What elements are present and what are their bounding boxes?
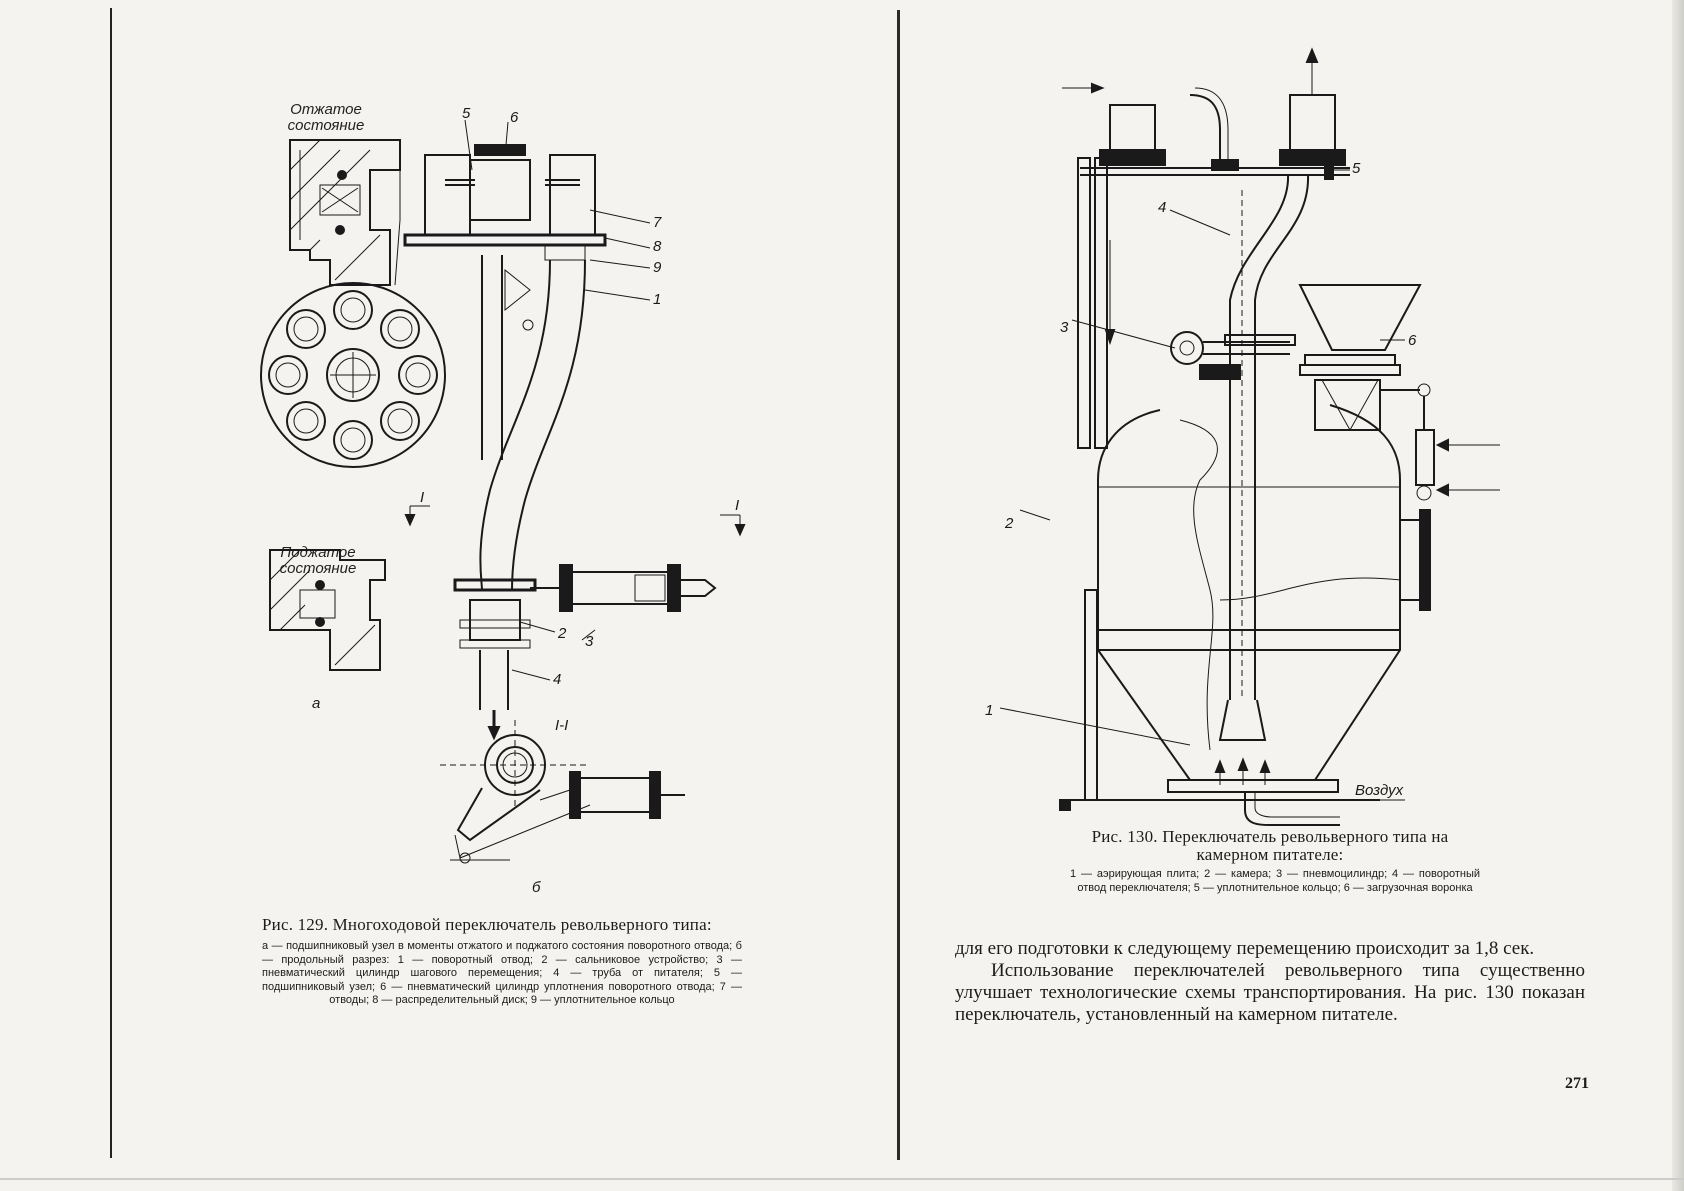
section-marker-left: I [420,489,424,506]
callout-3: 3 [1060,319,1069,336]
section-marker-right: I [735,497,739,514]
right-page-edge [1672,0,1684,1191]
figure-130-caption-legend: 1 — аэрирующая плита; 2 — камера; 3 — пн… [1070,868,1480,894]
callout-2: 2 [1004,515,1014,532]
book-gutter [897,10,900,1160]
air-label: Воздух [1355,782,1404,799]
figure-130-caption-title: Рис. 130. Переключатель револьверного ти… [1091,827,1449,864]
callout-6: 6 [1408,332,1417,349]
callout-5: 5 [1352,160,1361,177]
figure-129-drawing: а [260,105,746,896]
callout-5: 5 [462,105,471,122]
clamped-state-label: Поджатое состояние [279,544,357,577]
bearing-detail-released [289,139,401,286]
callout-6: 6 [510,109,519,126]
chamber-feeder-drawing [999,47,1500,826]
page-bottom-edge [0,1178,1684,1180]
body-text: для его подготовки к следующему перемеще… [955,938,1585,1026]
callout-9: 9 [653,259,662,276]
distribution-disk-plan [260,282,446,468]
paragraph-main: Использование переключателей револьверно… [955,960,1585,1025]
bearing-detail-clamped [269,549,386,671]
section-i-i-label: I-I [555,717,568,734]
page-number: 271 [1565,1075,1589,1092]
left-page-edge [110,8,112,1158]
paragraph-continuation: для его подготовки к следующему перемеще… [955,938,1535,959]
callout-3: 3 [585,633,594,650]
view-b-label: б [532,879,541,896]
callout-4: 4 [553,671,561,688]
released-state-label: Отжатое состояние [287,101,365,134]
callout-4: 4 [1158,199,1166,216]
callout-1: 1 [653,291,661,308]
figure-129-caption-title: Рис. 129. Многоходовой переключатель рев… [262,915,712,934]
callout-2: 2 [557,625,567,642]
section-i-i-drawing [440,720,685,864]
view-a-label: а [312,695,320,712]
callout-8: 8 [653,238,662,255]
switch-longitudinal-section [403,119,746,741]
figure-129-caption-legend: а — подшипниковый узел в моменты отжатог… [262,940,742,1006]
callout-7: 7 [653,214,662,231]
callout-1: 1 [985,702,993,719]
figure-130-drawing: 4 3 5 6 2 1 Воздух [985,47,1500,826]
